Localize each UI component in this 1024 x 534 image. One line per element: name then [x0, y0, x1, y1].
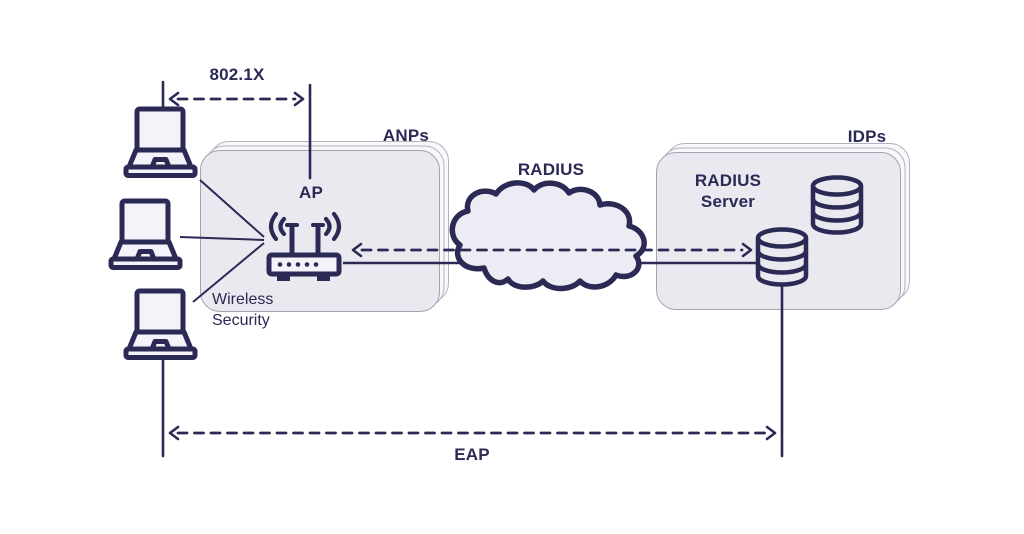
- cloud-icon: [449, 180, 647, 292]
- laptop-icon: [126, 291, 195, 358]
- database-icon: [813, 178, 861, 233]
- wireless-security-label: Wireless Security: [212, 291, 274, 329]
- ap-to-server-dashed-arrow: [351, 242, 753, 258]
- idps-label: IDPs: [847, 127, 887, 146]
- eap-label: EAP: [454, 445, 490, 464]
- eap-arrow: [161, 282, 784, 458]
- laptop-icon: [111, 201, 180, 268]
- radius-cloud-label: RADIUS: [517, 160, 585, 179]
- database-icon: [758, 230, 806, 285]
- ap-label: AP: [298, 183, 324, 202]
- anps-label: ANPs: [382, 126, 430, 145]
- laptop-icon: [126, 109, 195, 176]
- wireless-router-icon: [266, 211, 342, 281]
- dot1x-arrow: [161, 80, 312, 180]
- radius-server-label: RADIUS Server: [694, 171, 762, 211]
- clients-to-ap-lines: [179, 179, 265, 303]
- dot1x-label: 802.1X: [209, 65, 265, 84]
